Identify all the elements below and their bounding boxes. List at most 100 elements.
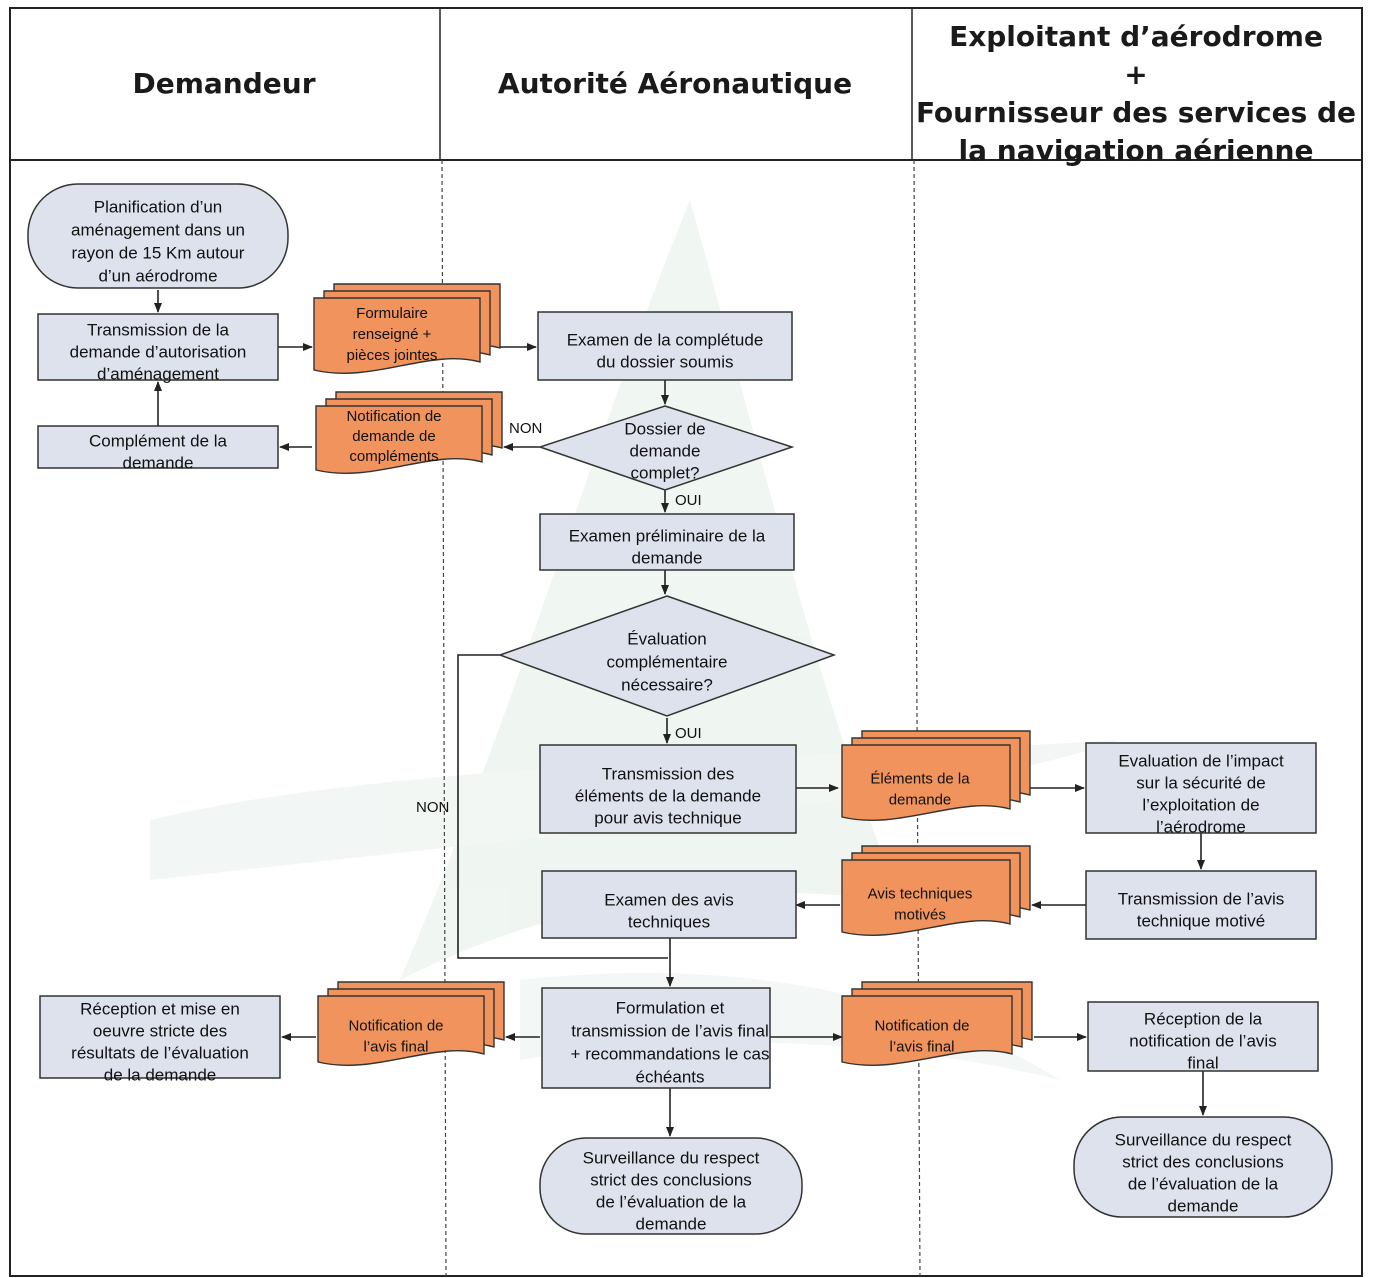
text-line: l’avis final (889, 1038, 954, 1055)
label-non-evaluation: NON (416, 799, 449, 816)
text-line: + (1124, 58, 1147, 91)
text-line: Fournisseur des services de (916, 96, 1356, 129)
node-decision-complet: Dossier de demande complet? (537, 405, 795, 491)
text-line: du dossier soumis (596, 352, 733, 371)
node-surveillance-autorite: Surveillance du respect strict des conclu… (539, 1137, 803, 1235)
node-transmission-demande: Transmission de la demande d’autorisation… (37, 313, 279, 383)
text-line: demande (889, 791, 952, 808)
edge-evaluation-non (457, 654, 668, 959)
text-line: demande de (352, 428, 435, 445)
text-line: final (1187, 1053, 1218, 1072)
text-line: Examen des avis (604, 890, 733, 909)
text-line: d’aménagement (97, 364, 219, 383)
text-line: Formulaire (356, 305, 428, 322)
text-line: Exploitant d’aérodrome (949, 20, 1323, 53)
text-line: l’avis final (363, 1038, 428, 1055)
text-line: nécessaire? (621, 675, 713, 694)
text-line: motivés (894, 906, 946, 923)
doc-notif-final-right: Notification de l’avis final (841, 981, 1033, 1066)
text-line: Notification de (348, 1017, 443, 1034)
document-sheet (315, 405, 483, 474)
node-transmission-elements: Transmission des éléments de la demande po… (539, 744, 797, 834)
node-complement: Complément de la demande (37, 425, 279, 472)
doc-notif-final-left: Notification de l’avis final (317, 981, 505, 1066)
text-line: l’exploitation de (1142, 795, 1259, 814)
text-line: éléments de la demande (575, 786, 761, 805)
text-line: Evaluation de l’impact (1118, 751, 1284, 770)
text-line: Réception et mise en (80, 999, 240, 1018)
document-sheet (317, 995, 485, 1066)
text-line: demande (632, 548, 703, 567)
text-line: l’aérodrome (1156, 817, 1246, 836)
text-line: Surveillance du respect (583, 1148, 760, 1167)
frame (9, 7, 1363, 1277)
text-line: la navigation aérienne (959, 134, 1314, 167)
text-line: Avis techniques (868, 885, 973, 902)
lane-title-exploitant: Exploitant d’aérodrome + Fournisseur des s… (916, 20, 1356, 167)
text-line: technique motivé (1137, 911, 1266, 930)
text-line: demande d’autorisation (70, 342, 247, 361)
node-decision-evaluation: Évaluation complémentaire nécessaire? (497, 595, 837, 717)
lane-title-autorite: Autorité Aéronautique (498, 67, 852, 100)
text-line: demande (636, 1214, 707, 1233)
text-line: complet? (631, 463, 700, 482)
text-line: Réception de la (1144, 1009, 1263, 1028)
text-line: demande (1168, 1196, 1239, 1215)
text-line: échéants (636, 1067, 705, 1086)
text-line: Transmission de la (87, 320, 230, 339)
text-line: Transmission de l’avis (1118, 889, 1285, 908)
text-line: techniques (628, 912, 710, 931)
text-line: de l’évaluation de la (596, 1192, 747, 1211)
doc-formulaire: Formulaire renseigné + pièces jointes (313, 283, 501, 374)
lane-title-demandeur: Demandeur (132, 67, 315, 100)
doc-elements: Éléments de la demande (841, 730, 1031, 821)
text-line: de l’évaluation de la (1128, 1174, 1279, 1193)
node-surveillance-exploitant: Surveillance du respect strict des conclu… (1073, 1116, 1333, 1218)
text-line: Examen de la complétude (567, 330, 764, 349)
document-sheet (841, 859, 1011, 936)
text-line: Surveillance du respect (1115, 1130, 1292, 1149)
text-line: de la demande (104, 1065, 216, 1084)
text-line: renseigné + (353, 326, 432, 343)
text-line: Complément de la (89, 431, 228, 450)
node-examen-completude: Examen de la complétude du dossier soumis (537, 311, 793, 381)
text-line: notification de l’avis (1129, 1031, 1276, 1050)
text-line: Transmission des (602, 764, 735, 783)
text-line: compléments (349, 448, 438, 465)
text-line: pièces jointes (347, 347, 438, 364)
text-line: Notification de (874, 1017, 969, 1034)
text-line: sur la sécurité de (1136, 773, 1265, 792)
document-sheet (313, 297, 481, 374)
text-line: strict des conclusions (1122, 1152, 1284, 1171)
node-reception-notification: Réception de la notification de l’avis fin… (1087, 1001, 1319, 1072)
text-line: Dossier de (624, 419, 705, 438)
doc-notif-complements: Notification de demande de compléments (315, 391, 503, 474)
text-line: + recommandations le cas (571, 1044, 770, 1063)
text-line: demande (123, 453, 194, 472)
text-line: rayon de 15 Km autour (72, 243, 245, 262)
text-line: aménagement dans un (71, 220, 245, 239)
doc-avis-techniques: Avis techniques motivés (841, 845, 1031, 936)
label-non-complet: NON (509, 420, 542, 437)
text-line: Éléments de la (870, 770, 970, 787)
text-line: complémentaire (607, 652, 728, 671)
label-oui-complet: OUI (675, 492, 702, 509)
document-sheet (841, 995, 1013, 1066)
text-line: strict des conclusions (590, 1170, 752, 1189)
text-line: Notification de (346, 408, 441, 425)
text-line: Formulation et (616, 998, 725, 1017)
lane-dashed-2 (913, 159, 921, 1277)
text-line: pour avis technique (594, 808, 741, 827)
label-oui-evaluation: OUI (675, 725, 702, 742)
text-line: résultats de l’évaluation (71, 1043, 249, 1062)
node-transmission-avis: Transmission de l’avis technique motivé (1085, 870, 1317, 940)
text-line: Évaluation (627, 629, 706, 648)
text-line: demande (630, 441, 701, 460)
text-line: transmission de l’avis final (571, 1021, 768, 1040)
node-evaluation-impact: Evaluation de l’impact sur la sécurité de… (1085, 742, 1317, 836)
node-formulation: Formulation et transmission de l’avis fin… (541, 987, 771, 1089)
